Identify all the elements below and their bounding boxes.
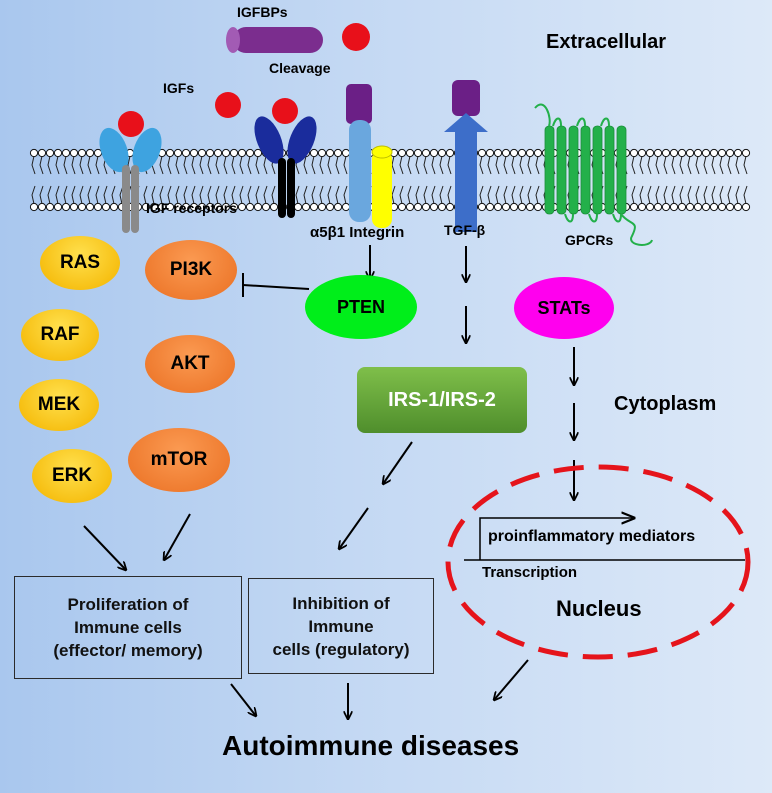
transcription-start-arrow [479,518,634,560]
integrin-label: α5β1 Integrin [310,224,405,241]
pi3k-node: PI3K [145,240,237,300]
pten-node: PTEN [305,275,417,339]
inhibition-box: Inhibition of Immune cells (regulatory) [248,578,434,674]
mtor-node: mTOR [128,428,230,492]
tgf-beta-label: TGF-β [444,222,486,238]
integrin-receptor [346,84,393,228]
transcription-label: Transcription [482,564,578,581]
raf-node: RAF [21,309,99,361]
mediators-label: proinflammatory mediators [488,528,696,545]
stats-node: STATs [514,277,614,339]
inhibition-line-1: Inhibition of [292,593,390,613]
ras-node: RAS [40,236,120,290]
cytoplasm-label: Cytoplasm [614,393,717,415]
akt-node: AKT [145,335,235,393]
proliferation-line-3: (effector/ memory) [53,641,203,660]
autoimmune-diseases-label: Autoimmune diseases [222,730,520,761]
proliferation-box: Proliferation of Immune cells (effector/… [14,576,242,679]
igfbps-label: IGFBPs [237,4,288,20]
inhibition-line-2: Immune [308,616,374,636]
free-igf-ligand [215,92,241,118]
tgf-beta-receptor [444,80,488,232]
gpcr-receptor [534,103,653,246]
inhibition-line-3: cells (regulatory) [272,639,410,659]
nucleus-membrane [445,464,751,660]
cleavage-label: Cleavage [269,60,331,76]
irs-node: IRS-1/IRS-2 [357,367,527,433]
igf-receptors-label: IGF receptors [146,200,238,216]
extracellular-label: Extracellular [546,31,667,53]
proliferation-line-2: Immune cells [74,618,182,637]
igfbp-protein [226,23,370,53]
proliferation-line-1: Proliferation of [67,595,189,614]
nucleus-label: Nucleus [556,596,642,621]
pten-inhibits-pi3k [242,284,310,290]
igf-receptor-1 [99,111,162,233]
mek-node: MEK [19,379,99,431]
erk-node: ERK [32,449,112,503]
gpcrs-label: GPCRs [565,232,614,248]
igfs-label: IGFs [163,80,195,96]
igf-receptor-2 [254,98,317,218]
